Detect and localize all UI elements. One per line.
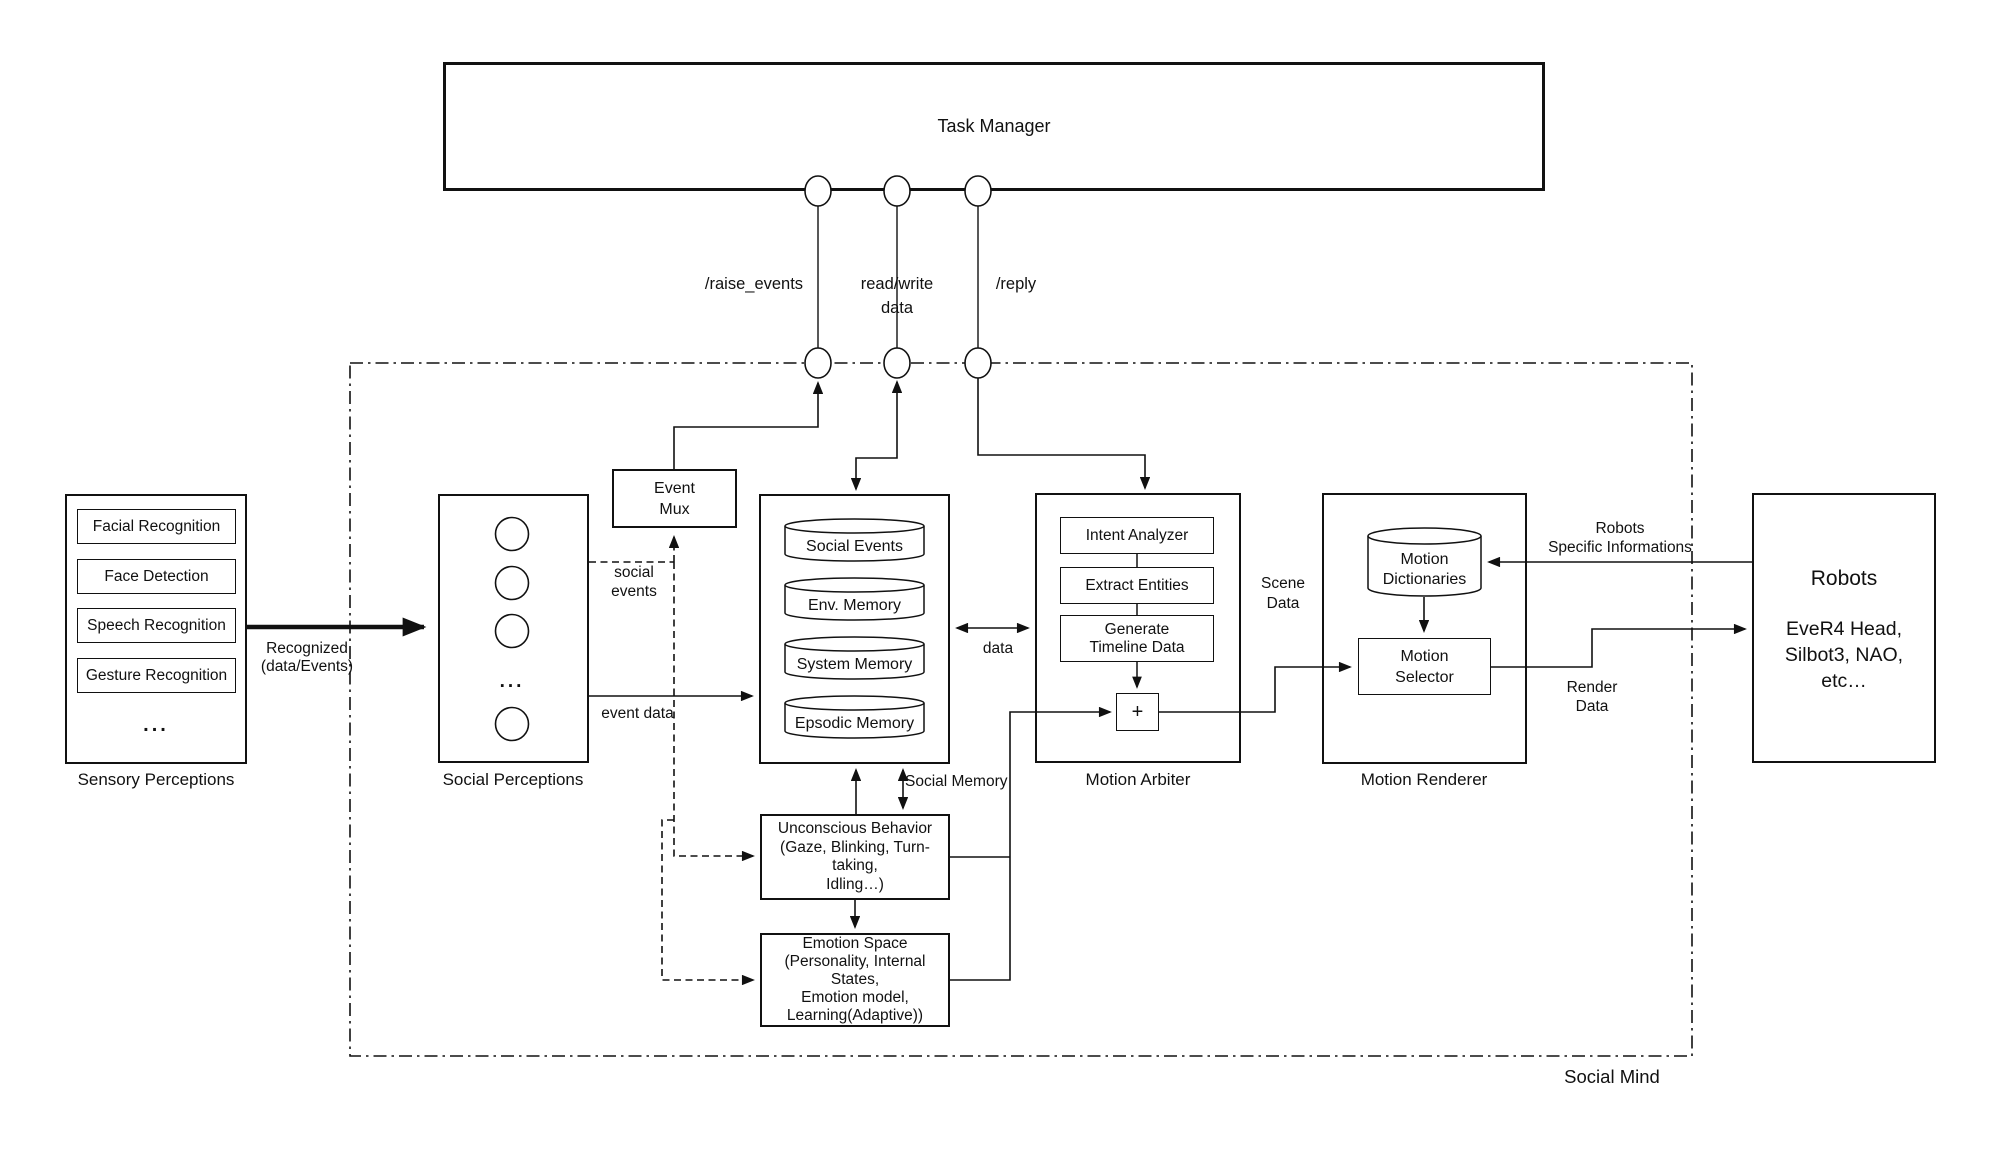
edge-label-robots-specific-informations: Robots Specific Informations	[1548, 520, 1692, 556]
edge-social-events-to-emotion-space	[661, 819, 755, 986]
node-combiner-plus: +	[1116, 693, 1159, 731]
edge-label-data: data	[982, 640, 1014, 657]
task-manager-label: Task Manager	[937, 116, 1051, 136]
social-perceptions-box	[438, 494, 589, 763]
sensory-perceptions-box	[65, 494, 247, 764]
edge-taskmanager-memory-readwrite	[850, 380, 903, 491]
node-speech-recognition: Speech Recognition	[77, 608, 236, 643]
emotion-space-box: Emotion Space (Personality, Internal Sta…	[760, 933, 950, 1027]
db-epsodic-memory-label: Epsodic Memory	[794, 715, 915, 732]
sensory-ellipsis: ...	[143, 714, 169, 736]
boundary-port-circle-readwrite	[883, 347, 911, 379]
robots-title: Robots	[1810, 567, 1878, 590]
edge-label-scene-data: Scene Data	[1261, 575, 1305, 612]
node-gesture-recognition: Gesture Recognition	[77, 658, 236, 693]
motion-arbiter-caption: Motion Arbiter	[1085, 770, 1191, 789]
port-label-raise-events: /raise_events	[704, 275, 804, 293]
node-facial-recognition: Facial Recognition	[77, 509, 236, 544]
edge-taskmanager-to-motion-arbiter	[977, 378, 1151, 490]
unconscious-behavior-box: Unconscious Behavior (Gaze, Blinking, Tu…	[760, 814, 950, 900]
sensory-perceptions-caption: Sensory Perceptions	[77, 770, 235, 789]
db-env-memory-label: Env. Memory	[807, 597, 902, 614]
edge-eventmux-to-taskmanager	[673, 381, 824, 469]
db-motion-dictionaries-label: Motion Dictionaries	[1382, 551, 1467, 588]
node-extract-entities: Extract Entities	[1060, 567, 1214, 604]
social-mind-caption: Social Mind	[1564, 1066, 1660, 1087]
db-social-events: Social Events	[784, 518, 925, 562]
node-face-detection: Face Detection	[77, 559, 236, 594]
db-system-memory: System Memory	[784, 636, 925, 680]
edge-render-data	[1491, 623, 1747, 668]
social-perceptions-caption: Social Perceptions	[442, 770, 584, 789]
edge-label-recognized: Recognized (data/Events)	[260, 640, 354, 675]
edge-label-event-data: event data	[601, 705, 674, 722]
db-env-memory: Env. Memory	[784, 577, 925, 621]
edge-social-events-to-unconscious	[673, 562, 755, 862]
db-motion-dictionaries: Motion Dictionaries	[1367, 527, 1482, 597]
edge-label-social-events: social events	[611, 564, 657, 600]
edge-label-render-data: Render Data	[1566, 679, 1618, 715]
port-label-reply: /reply	[995, 275, 1037, 293]
event-mux-box: Event Mux	[612, 469, 737, 528]
node-generate-timeline-data: Generate Timeline Data	[1060, 615, 1214, 662]
motion-renderer-caption: Motion Renderer	[1360, 770, 1488, 789]
robots-models: EveR4 Head, Silbot3, NAO, etc…	[1784, 618, 1904, 692]
db-system-memory-label: System Memory	[796, 656, 913, 673]
db-epsodic-memory: Epsodic Memory	[784, 695, 925, 739]
boundary-port-circle-reply	[964, 347, 992, 379]
task-manager-box: Task Manager	[443, 62, 1545, 191]
node-intent-analyzer: Intent Analyzer	[1060, 517, 1214, 554]
node-motion-selector: Motion Selector	[1358, 638, 1491, 695]
db-social-events-label: Social Events	[806, 538, 903, 555]
robots-box	[1752, 493, 1936, 763]
boundary-port-circle-raise	[804, 347, 832, 379]
